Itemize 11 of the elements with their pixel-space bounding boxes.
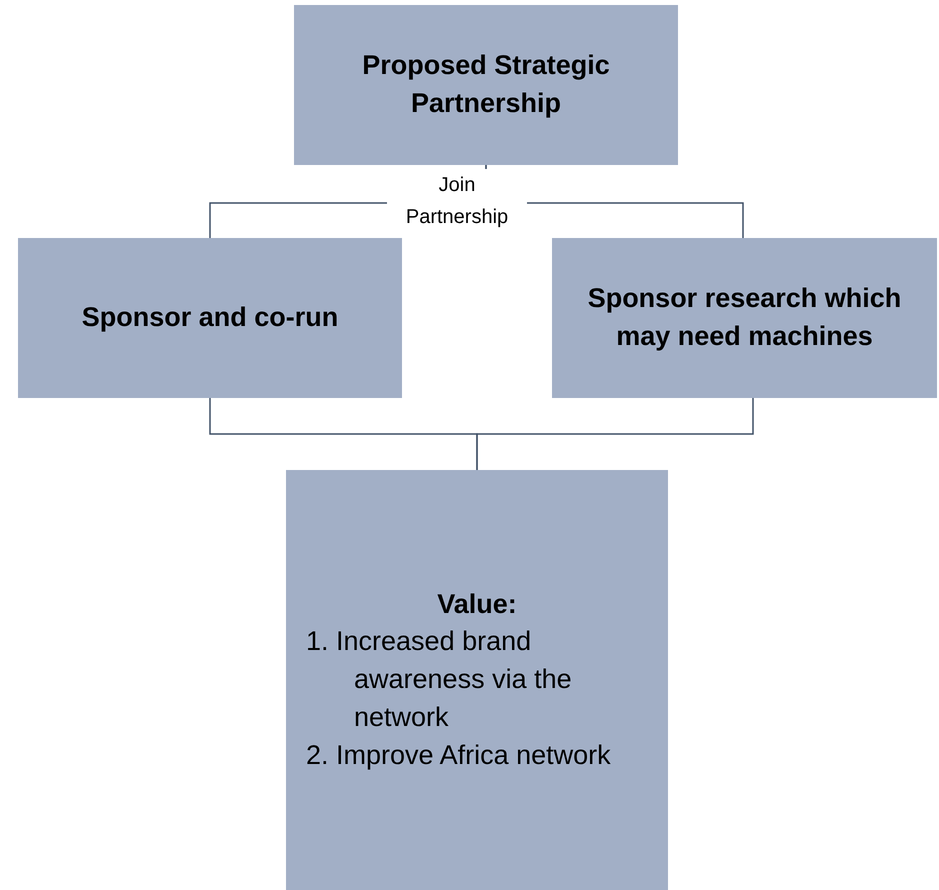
process-box	[18, 238, 402, 398]
box-label: Proposed Strategic Partnership	[361, 49, 611, 120]
connector-line	[476, 398, 754, 470]
process-box	[552, 238, 937, 398]
process-box	[286, 470, 668, 890]
list-item: 2. Improve Africa network	[306, 738, 612, 772]
box-label: Sponsor and co-run	[82, 301, 338, 334]
list-item: 1. Increased brand awareness via the network	[306, 625, 573, 734]
heading-text: Value:	[437, 588, 517, 620]
box-label: Sponsor research which may need machines	[586, 282, 902, 353]
process-box	[294, 5, 678, 165]
